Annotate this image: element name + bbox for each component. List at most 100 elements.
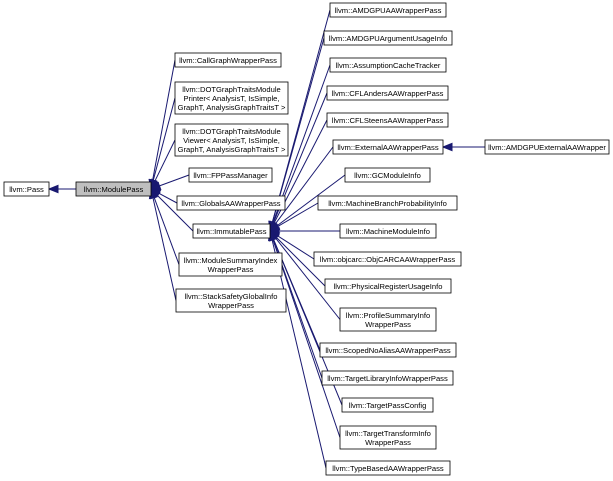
class-node-box [319, 342, 457, 358]
inheritance-edge-externalaa-immutable [269, 146, 334, 233]
class-name-text: llvm::DOTGraphTraitsModule [182, 85, 280, 94]
inheritance-edge-mmi-immutable [268, 226, 340, 236]
edge-line [152, 97, 176, 181]
class-node-box [339, 307, 437, 332]
inheritance-edge-callgraph-modulepass [148, 59, 176, 191]
class-node-box [339, 425, 437, 450]
edge-line [157, 195, 194, 232]
edge-arrowhead [441, 142, 453, 152]
class-node-globalsaa[interactable]: llvm::GlobalsAAWrapperPass [176, 195, 286, 211]
edge-line [271, 37, 325, 223]
class-name-text: llvm::DOTGraphTraitsModule [182, 127, 280, 136]
class-name-text: llvm::AMDGPUArgumentUsageInfo [329, 34, 448, 43]
class-node-pass[interactable]: llvm::Pass [3, 181, 50, 197]
class-node-callgraph[interactable]: llvm::CallGraphWrapperPass [174, 52, 282, 68]
edge-line [158, 192, 178, 204]
class-name-text: llvm::Pass [9, 185, 44, 194]
class-name-text: llvm::CallGraphWrapperPass [179, 56, 277, 65]
class-name-text: llvm::TargetTransformInfo [345, 429, 431, 438]
edge-arrowhead [47, 184, 59, 194]
class-name-text: Viewer< AnalysisT, IsSimple, [183, 136, 280, 145]
class-node-box [174, 81, 289, 115]
edge-line [275, 237, 341, 320]
class-node-targetpass[interactable]: llvm::TargetPassConfig [341, 397, 434, 413]
class-name-text: WrapperPass [208, 301, 254, 310]
class-node-box [313, 251, 462, 267]
class-node-cflsteens[interactable]: llvm::CFLSteensAAWrapperPass [326, 112, 449, 128]
class-name-text: llvm::FPPassManager [193, 171, 268, 180]
class-node-box [324, 278, 452, 294]
class-node-box [341, 397, 434, 413]
edge-line [271, 239, 327, 469]
class-name-text: llvm::TargetLibraryInfoWrapperPass [327, 374, 448, 383]
class-node-objcarc[interactable]: llvm::objcarc::ObjCARCAAWrapperPass [313, 251, 462, 267]
edge-line [277, 235, 315, 260]
class-name-text: GraphT, AnalysisGraphTraitsT > [178, 145, 286, 154]
class-node-typebased[interactable]: llvm::TypeBasedAAWrapperPass [325, 460, 451, 476]
class-node-box [484, 139, 610, 155]
class-node-fppass[interactable]: llvm::FPPassManager [188, 167, 273, 183]
class-node-box [339, 223, 437, 239]
class-node-box [178, 252, 283, 277]
class-node-cflanders[interactable]: llvm::CFLAndersAAWrapperPass [326, 85, 449, 101]
class-node-amdgpuaa[interactable]: llvm::AMDGPUAAWrapperPass [329, 2, 447, 18]
inheritance-edge-amdgpuext-externalaa [441, 142, 485, 152]
edge-line [154, 139, 176, 182]
nodes-layer: llvm::Pass llvm::ModulePass llvm::CallGrap… [3, 2, 610, 476]
class-node-mbpi[interactable]: llvm::MachineBranchProbabilityInfo [317, 195, 458, 211]
inheritance-edge-modulepass-pass [47, 184, 76, 194]
class-name-text: llvm::ModulePass [84, 185, 144, 194]
class-node-amdgpuarg[interactable]: llvm::AMDGPUArgumentUsageInfo [323, 30, 453, 46]
class-node-box [325, 460, 451, 476]
class-node-box [329, 2, 447, 18]
class-node-box [344, 167, 431, 183]
class-node-box [321, 370, 454, 386]
class-name-text: WrapperPass [365, 438, 411, 447]
class-node-box [317, 195, 458, 211]
class-node-box [175, 288, 287, 313]
edge-line [152, 59, 176, 181]
class-name-text: Printer< AnalysisT, IsSimple, [183, 94, 279, 103]
class-node-box [174, 123, 289, 157]
class-name-text: llvm::ScopedNoAliasAAWrapperPass [325, 346, 451, 355]
edge-line [153, 197, 180, 265]
class-name-text: llvm::GCModuleInfo [354, 171, 421, 180]
class-node-assumption[interactable]: llvm::AssumptionCacheTracker [329, 57, 447, 73]
class-node-targetlib[interactable]: llvm::TargetLibraryInfoWrapperPass [321, 370, 454, 386]
class-node-physreg[interactable]: llvm::PhysicalRegisterUsageInfo [324, 278, 452, 294]
class-name-text: llvm::ModuleSummaryIndex [184, 256, 278, 265]
class-name-text: llvm::AMDGPUExternalAAWrapper [488, 143, 606, 152]
class-node-box [332, 139, 444, 155]
class-name-text: llvm::PhysicalRegisterUsageInfo [334, 282, 443, 291]
class-node-scopednoalias[interactable]: llvm::ScopedNoAliasAAWrapperPass [319, 342, 457, 358]
class-name-text: llvm::MachineModuleInfo [346, 227, 430, 236]
edge-line [277, 202, 319, 227]
class-node-mmi[interactable]: llvm::MachineModuleInfo [339, 223, 437, 239]
class-node-externalaa[interactable]: llvm::ExternalAAWrapperPass [332, 139, 444, 155]
class-node-box [188, 167, 273, 183]
class-name-text: GraphT, AnalysisGraphTraitsT > [178, 103, 286, 112]
class-name-text: llvm::TargetPassConfig [349, 401, 427, 410]
class-name-text: llvm::StackSafetyGlobalInfo [185, 292, 278, 301]
class-name-text: llvm::AssumptionCacheTracker [336, 61, 441, 70]
class-node-box [323, 30, 453, 46]
edge-line [159, 174, 190, 187]
class-node-modulepass[interactable]: llvm::ModulePass [75, 181, 152, 197]
edge-line [276, 237, 326, 287]
class-node-immutable[interactable]: llvm::ImmutablePass [192, 223, 271, 239]
class-name-text: WrapperPass [365, 320, 411, 329]
class-node-amdgpuext[interactable]: llvm::AMDGPUExternalAAWrapper [484, 139, 610, 155]
class-node-box [326, 112, 449, 128]
class-node-box [326, 85, 449, 101]
class-node-box [75, 181, 152, 197]
class-name-text: llvm::GlobalsAAWrapperPass [181, 199, 280, 208]
class-node-gcmodule[interactable]: llvm::GCModuleInfo [344, 167, 431, 183]
class-name-text: WrapperPass [208, 265, 254, 274]
